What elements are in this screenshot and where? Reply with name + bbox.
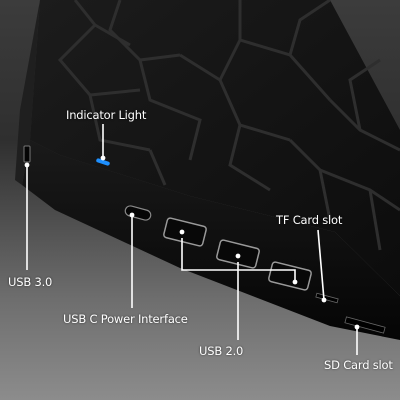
sd-card-slot xyxy=(344,316,386,334)
tf-card-label: TF Card slot xyxy=(276,213,343,227)
device-left-side xyxy=(15,0,40,185)
indicator-light xyxy=(96,158,110,166)
leader-lines xyxy=(26,124,358,355)
tf-card-slot xyxy=(315,292,339,304)
indicator-light-label: Indicator Light xyxy=(66,108,147,122)
usb3-port xyxy=(23,145,31,163)
usb3-label: USB 3.0 xyxy=(8,275,53,289)
leader-dots xyxy=(24,155,360,330)
usb2-label: USB 2.0 xyxy=(199,344,244,358)
usb2-ports xyxy=(163,217,312,291)
usb-c-label: USB C Power Interface xyxy=(63,312,188,326)
top-surface-pattern xyxy=(57,0,400,251)
sd-card-label: SD Card slot xyxy=(324,358,393,372)
usb-c-port xyxy=(124,205,152,221)
